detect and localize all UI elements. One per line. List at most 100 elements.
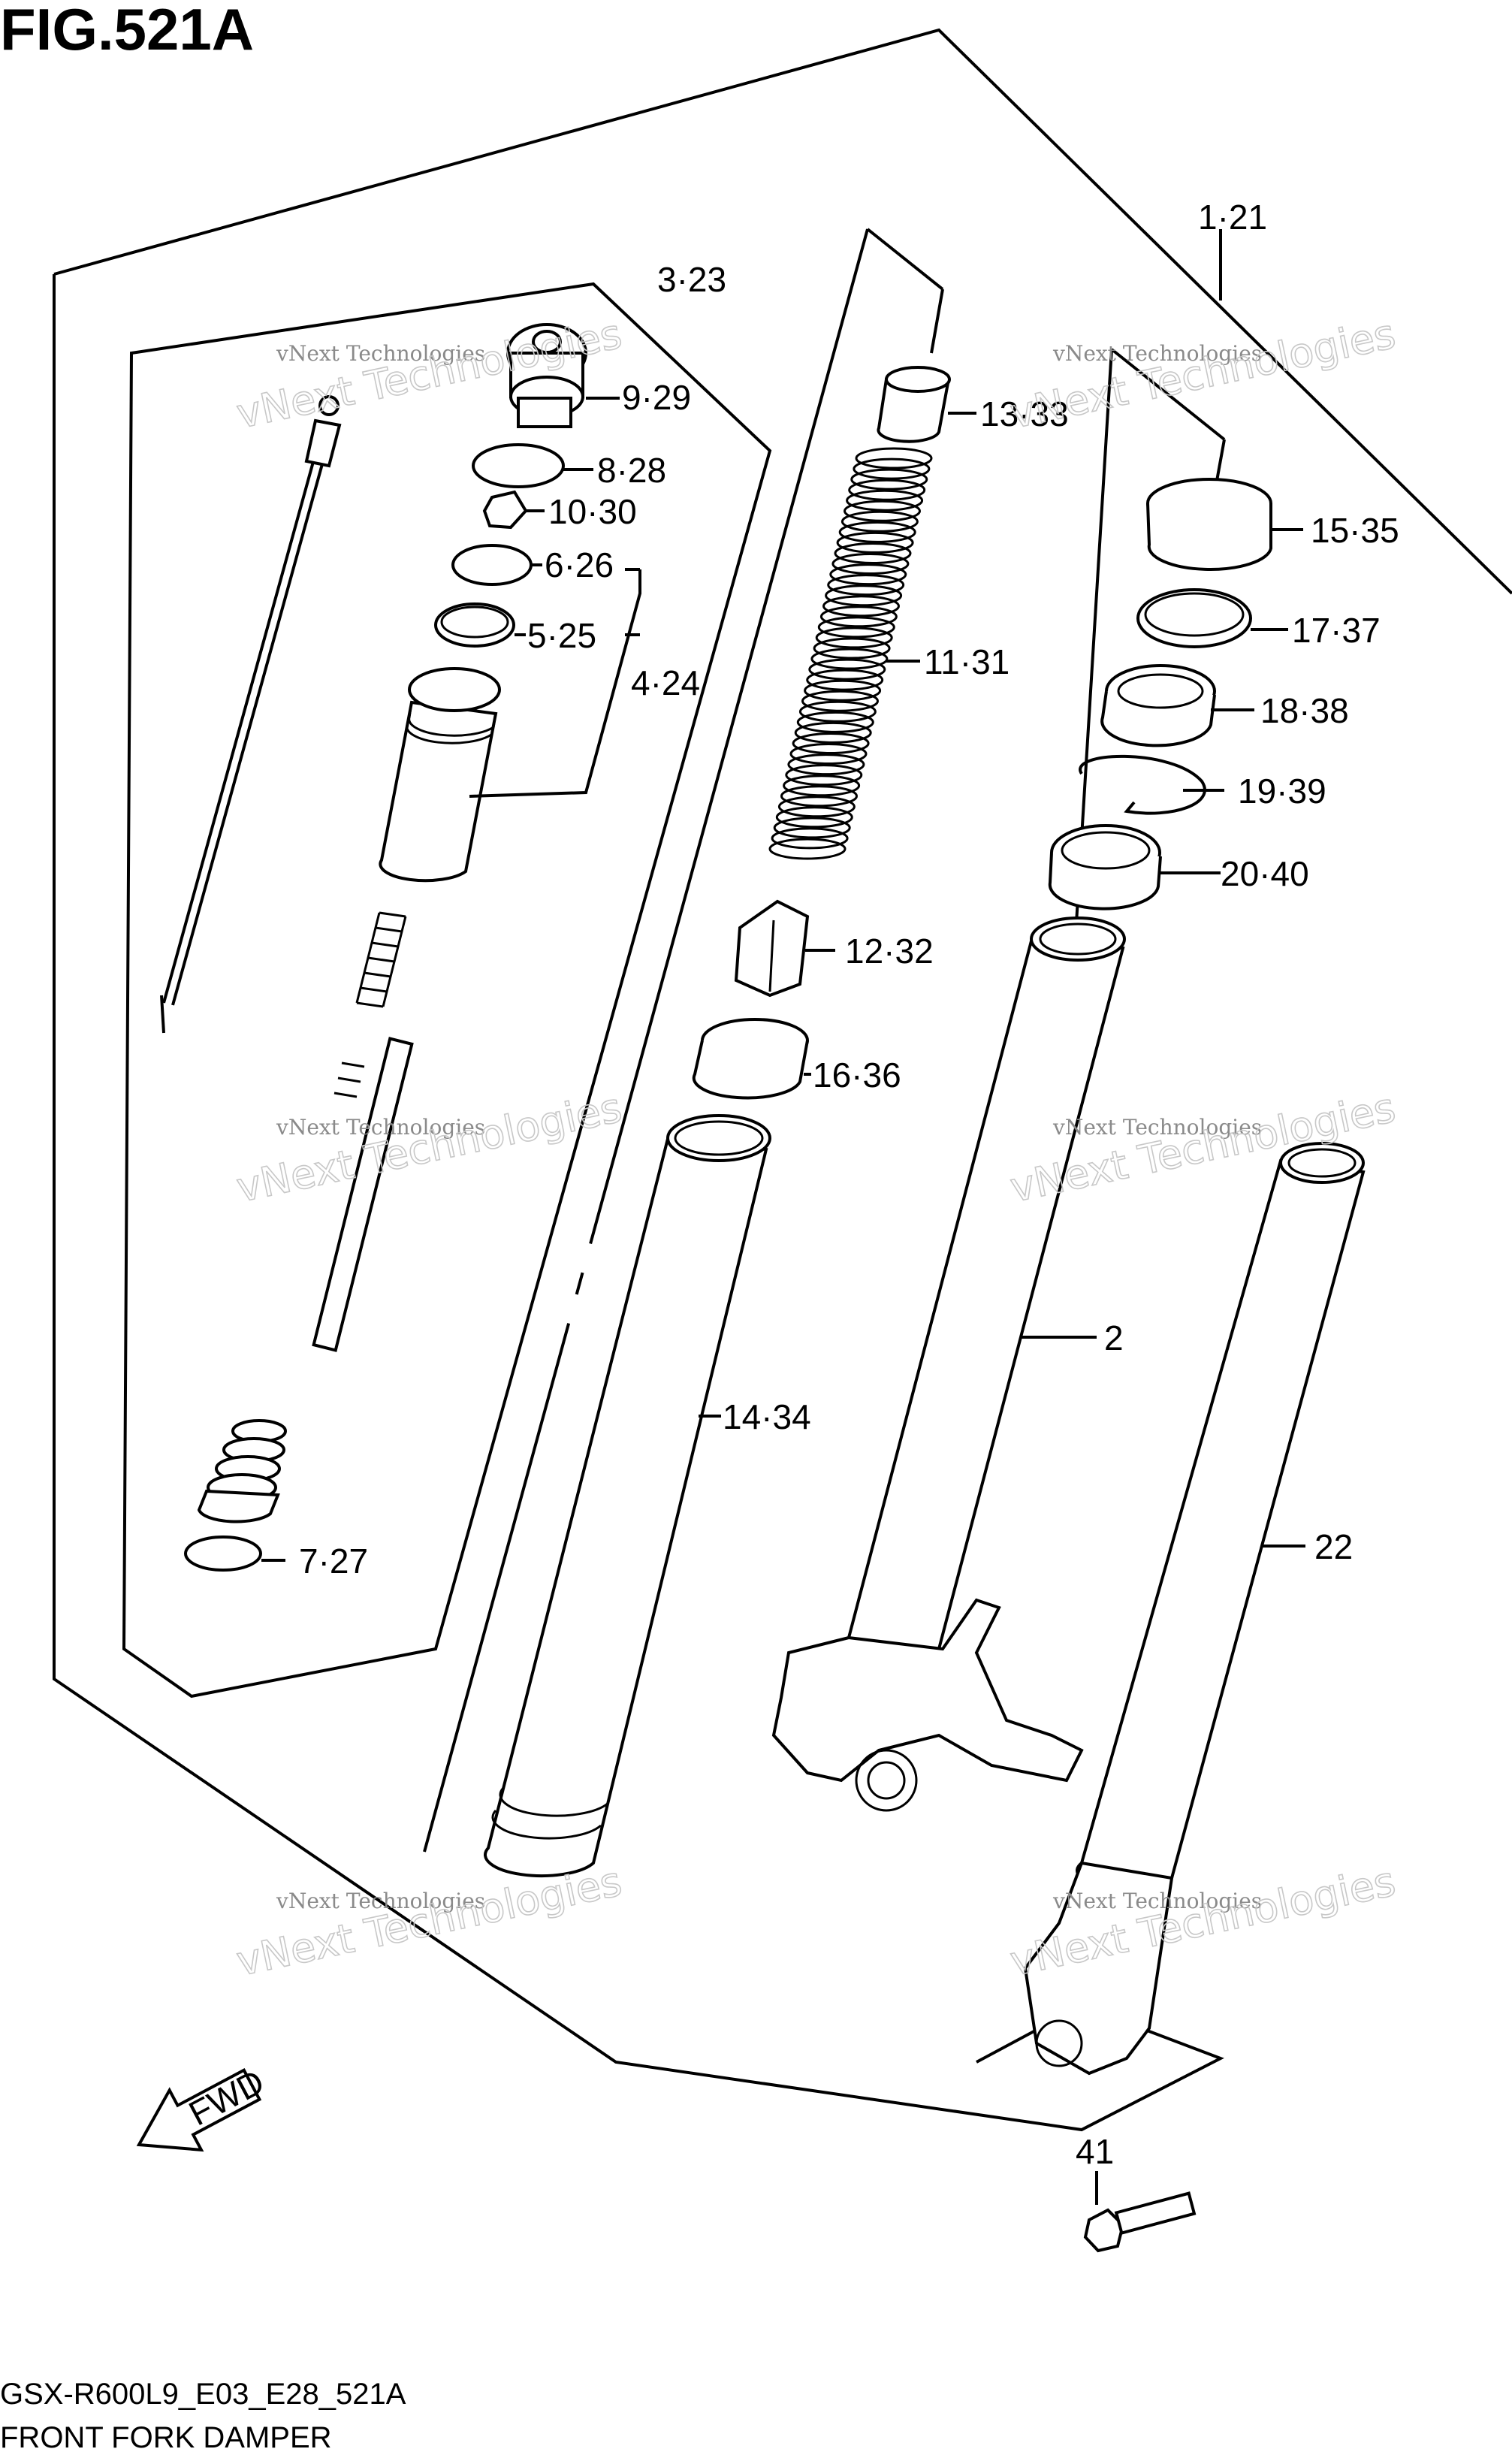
callout-14-34: 14·34 [723,1397,811,1436]
spring-coil [792,732,870,754]
svg-text:vNext Technologies: vNext Technologies [233,1858,626,1985]
bolt-41-part [1083,2191,1197,2253]
spring-coil [780,785,858,808]
bushing-16-part [692,1018,809,1100]
watermark-top-right: vNext Technologies vNext Technologies [1006,310,1400,439]
piston-rod-part [312,1037,414,1352]
spring-coil [789,743,868,765]
spring-coil [808,658,886,681]
callout-2: 2 [1104,1318,1124,1357]
spring-coil [768,838,847,860]
callout-10-30: 10·30 [548,492,637,531]
callout-20-40: 20·40 [1221,854,1309,893]
spring-coil [853,457,931,480]
spring-coil [844,500,921,522]
spring-coil [787,753,865,776]
outer-tube-2-part [771,916,1126,1812]
spring-coil [827,574,905,596]
damper-subframe [122,282,772,1699]
callout-18-38: 18·38 [1260,691,1349,730]
callout-4-24: 4·24 [631,663,700,702]
callout-11-31: 11·31 [924,642,1010,681]
cap-bolt-part [506,323,587,428]
spring-coil [834,542,912,564]
nut-10-part [482,490,528,530]
fwd-label: FWD [183,2061,270,2133]
spring-guide [866,228,944,291]
spring-coil [841,510,919,533]
svg-text:vNext Technologies: vNext Technologies [1052,1115,1262,1140]
spring-coil [815,627,893,649]
main-spring-11-part [768,447,933,860]
callout-22: 22 [1314,1527,1353,1566]
spring-coil [825,584,903,607]
spring-coil [810,648,889,670]
spring-coil [801,690,879,712]
dust-seal-20-part [1048,824,1162,910]
spring-coil [794,721,872,744]
inner-tube-14-part [484,1114,771,1878]
spring-guide-b [930,288,944,354]
cartridge-cylinder-part [379,667,501,883]
hex-collar-12-part [734,899,810,998]
fwd-arrow-icon: FWD [136,2061,270,2152]
spring-coil [783,775,861,797]
callout-17-37: 17·37 [1292,611,1381,650]
small-spring-part [355,911,407,1008]
spring-coil [817,616,895,639]
callout-13-33: 13·33 [980,394,1069,433]
svg-text:vNext Technologies: vNext Technologies [276,341,485,366]
callout-8-28: 8·28 [597,451,666,490]
svg-text:vNext Technologies: vNext Technologies [1052,341,1262,366]
leader-4 [469,569,641,798]
bushing-15-part [1146,478,1272,571]
callout-16-36: 16·36 [813,1055,901,1095]
seal-18-part [1100,664,1216,747]
footer-code: GSX-R600L9_E03_E28_521A [0,2378,406,2411]
callout-19-39: 19·39 [1238,772,1326,811]
spring-coil [829,563,907,586]
spring-coil [846,489,924,512]
spring-coil [773,817,851,839]
footer-name: FRONT FORK DAMPER [0,2421,332,2454]
callout-12-32: 12·32 [845,932,934,971]
callout-41: 41 [1076,2132,1114,2171]
spring-coil [819,605,898,628]
watermark-bottom-left: vNext Technologies vNext Technologies [232,1857,626,1986]
svg-text:vNext Technologies: vNext Technologies [1052,1889,1262,1913]
spring-coil [836,531,914,554]
callout-15-35: 15·35 [1311,511,1399,550]
svg-text:vNext Technologies: vNext Technologies [276,1889,485,1913]
valve-stack-part [197,1419,287,1523]
clip-19-part [1079,754,1206,815]
callout-7-27: 7·27 [299,1542,368,1581]
right-guide-c [1215,439,1226,482]
callout-3-23: 3·23 [657,260,726,299]
washer-17-part [1136,588,1252,648]
right-guide [1110,348,1226,441]
o-ring-8-part [472,443,565,488]
spring-coil [855,447,933,470]
spring-coil [798,700,877,723]
spring-coil [848,479,926,501]
spring-coil [804,679,882,702]
spring-coil [775,806,853,829]
spring-coil [813,637,891,660]
spring-coil [806,669,884,691]
callout-1-21: 1·21 [1198,198,1267,237]
outer-tube-22-part [1023,1142,1366,2076]
ring-6-part [451,544,533,586]
spring-coil [796,711,874,733]
ring-5-part [434,602,515,648]
callout-9-29: 9·29 [622,378,691,417]
spring-coil [771,827,849,850]
svg-text:vNext Technologies: vNext Technologies [233,1084,626,1212]
damper-rod-part [160,395,342,1034]
svg-text:vNext Technologies: vNext Technologies [276,1115,485,1140]
spring-coil [838,521,916,543]
callout-5-25: 5·25 [527,616,596,655]
spring-coil [822,595,900,618]
spring-coil [850,468,928,491]
callout-6-26: 6·26 [545,545,614,584]
